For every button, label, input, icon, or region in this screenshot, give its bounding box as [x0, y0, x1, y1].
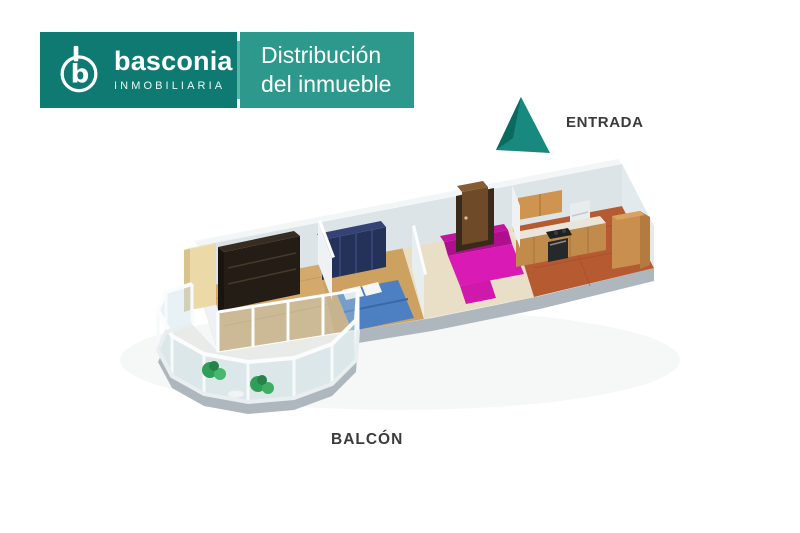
partition-walls: [318, 184, 520, 319]
railing-bottom-rail: [155, 322, 360, 405]
title-line-1: Distribución: [261, 41, 382, 68]
title-card: Distribución del inmueble: [240, 32, 414, 108]
basconia-logo-icon: b: [60, 45, 98, 93]
balcony-plants: [202, 361, 274, 398]
sofa-seat: [448, 244, 524, 286]
balcony-glazing: [216, 288, 360, 353]
countertop: [510, 216, 606, 240]
brand-block: b basconia INMOBILIARIA: [40, 32, 237, 108]
brand-text: basconia INMOBILIARIA: [114, 46, 233, 93]
glass-wall-mullions: [216, 288, 360, 352]
header-divider: [237, 41, 240, 99]
kitchen-furniture: [510, 190, 650, 269]
entrance-door: [456, 181, 494, 252]
balcony-label: BALCÓN: [331, 431, 404, 448]
brand-name: basconia: [114, 46, 233, 76]
door-leaf: [462, 187, 488, 245]
door-handle: [464, 216, 468, 220]
balcony-table: [228, 390, 244, 398]
entrance-arrow-icon: [496, 97, 550, 153]
door-top: [457, 181, 488, 192]
storage-cabinet: [184, 243, 216, 312]
title-line-2: del inmueble: [261, 71, 392, 97]
salon-furniture: [184, 231, 300, 315]
header: b basconia INMOBILIARIA Distribución del…: [40, 32, 414, 108]
pillow: [362, 282, 382, 296]
tall-cabinet: [612, 211, 650, 269]
partition-bedroom-living: [412, 226, 424, 319]
bedroom-wardrobe: [317, 221, 386, 280]
railing-top-rail: [155, 282, 360, 365]
duvet-fold: [343, 298, 409, 313]
logo-letter: b: [71, 60, 90, 90]
entrance-label: ENTRADA: [566, 114, 644, 131]
brand-subtitle: INMOBILIARIA: [114, 80, 226, 92]
partition-living-kitchen: [512, 184, 520, 248]
shelf-lines: [227, 252, 297, 285]
main-slab-edge: [358, 268, 654, 343]
wardrobe-door-lines: [339, 230, 373, 276]
tv-media-unit: [218, 231, 300, 315]
back-wall-top: [194, 159, 622, 246]
partition-salon-bedroom: [318, 221, 332, 300]
sofa-chaise: [460, 280, 496, 304]
